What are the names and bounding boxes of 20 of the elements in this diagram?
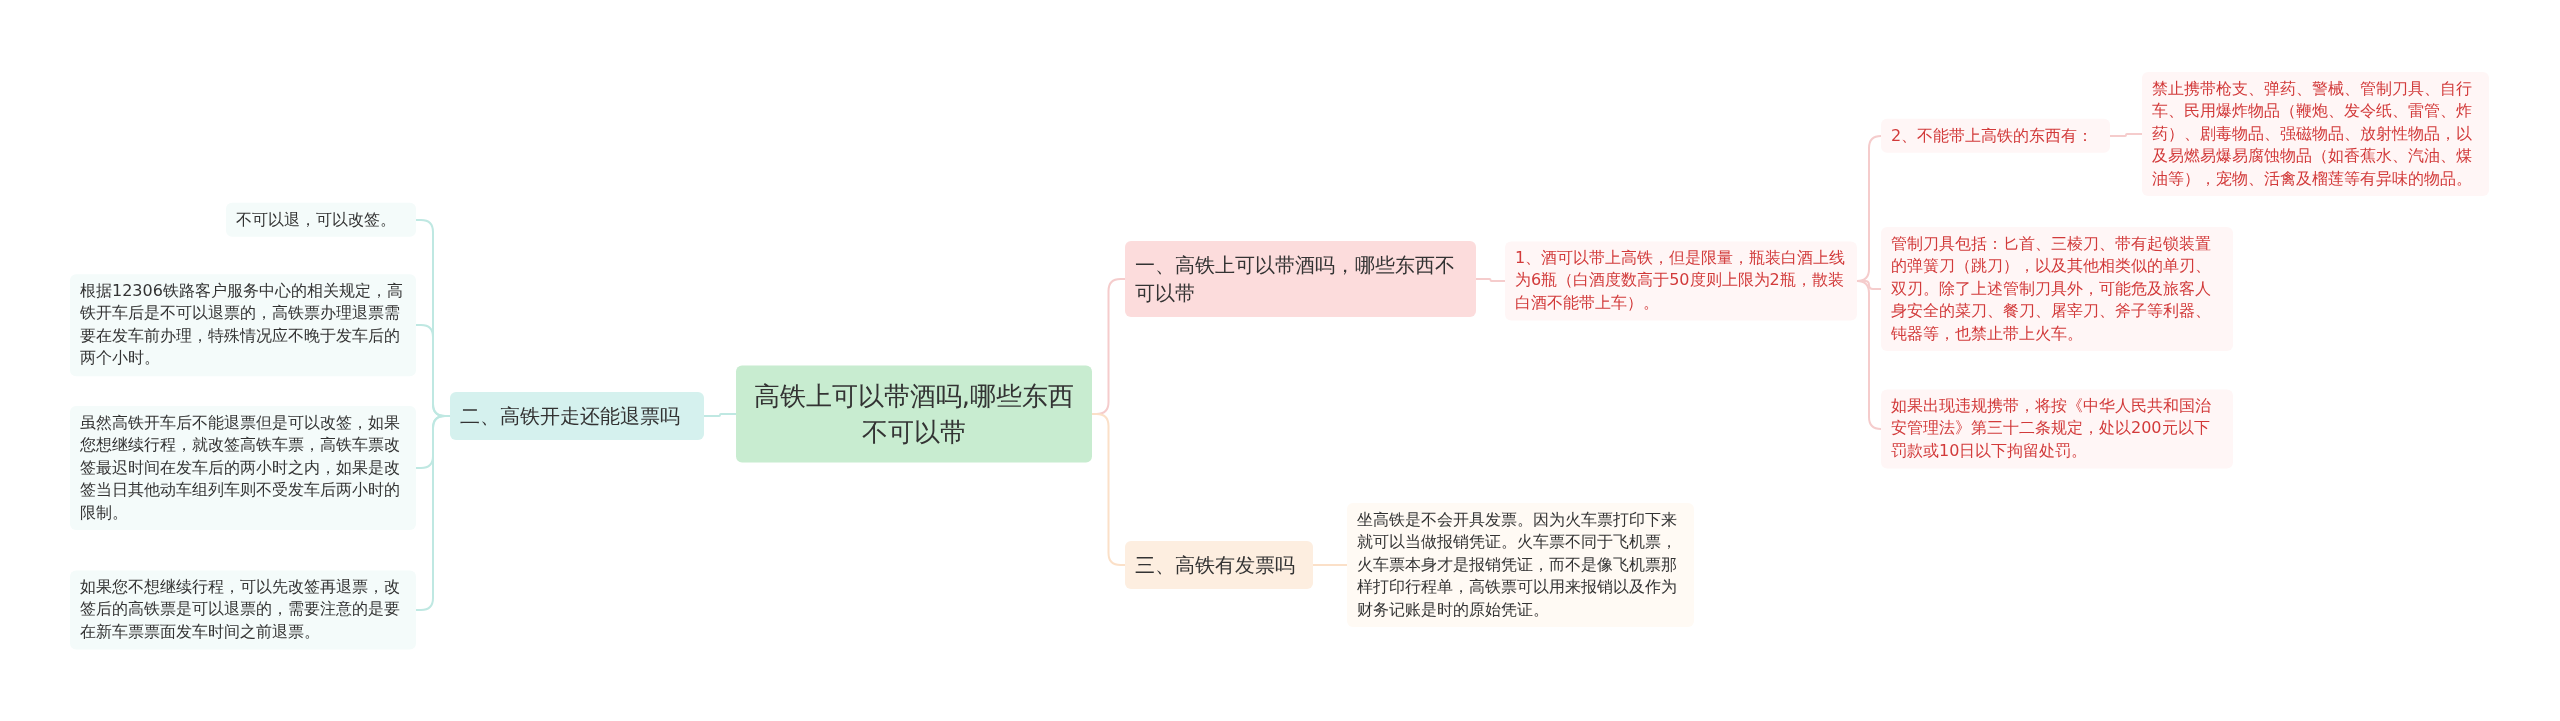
note-box: 如果您不想继续行程，可以先改签再退票，改签后的高铁票是可以退票的，需要注意的是要在新车票票面发车时间之前退票。 [70,570,416,650]
branch-topic: 一、高铁上可以带酒吗，哪些东西不可以带 [1125,241,1476,317]
note-box: 管制刀具包括：匕首、三棱刀、带有起锁装置的弹簧刀（跳刀），以及其他相类似的单刃、双刃。除了上述管制刀具外，可能危及旅客人身安全的菜刀、餐刀、屠宰刀、斧子等利器、钝器等，也禁止带上火车。 [1881,227,2233,351]
note-box: 坐高铁是不会开具发票。因为火车票打印下来就可以当做报销凭证。火车票不同于飞机票，火车票本身才是报销凭证，而不是像飞机票那样打印行程单，高铁票可以用来报销以及作为财务记账是时的原始凭证。 [1347,503,1694,627]
connector [2109,133,2143,137]
central-topic: 高铁上可以带酒吗,哪些东西不可以带 [736,365,1092,463]
connector [703,413,737,417]
connector [415,415,451,611]
note-box: 1、酒可以带上高铁，但是限量，瓶装白酒上线为6瓶（白酒度数高于50度则上限为2瓶，散装白酒不能带上车）。 [1505,241,1857,321]
connector [1856,280,1882,430]
note-box: 不可以退，可以改签。 [226,202,416,238]
note-box: 禁止携带枪支、弹药、警械、管制刀具、自行车、民用爆炸物品（鞭炮、发令纸、雷管、炸药）、剧毒物品、强磁物品、放射性物品，以及易燃易爆易腐蚀物品（如香蕉水、汽油、煤油等），宠物、活禽及榴莲等有异味的物品。 [2142,72,2489,196]
note-box: 虽然高铁开车后不能退票但是可以改签，如果您想继续行程，就改签高铁车票，高铁车票改签最迟时间在发车后的两小时之内，如果是改签当日其他动车组列车则不受发车后两小时的限制。 [70,406,416,530]
note-box: 根据12306铁路客户服务中心的相关规定，高铁开车后是不可以退票的，高铁票办理退票需要在发车前办理，特殊情况应不晚于发车后的两个小时。 [70,274,416,376]
branch-topic: 三、高铁有发票吗 [1125,541,1313,589]
note-box: 如果出现违规携带，将按《中华人民共和国治安管理法》第三十二条规定，处以200元以下罚款或10日以下拘留处罚。 [1881,389,2233,469]
connector [1312,564,1348,566]
branch-topic: 二、高铁开走还能退票吗 [450,392,704,440]
note-box: 2、不能带上高铁的东西有： [1881,118,2110,154]
connector [1475,278,1506,282]
